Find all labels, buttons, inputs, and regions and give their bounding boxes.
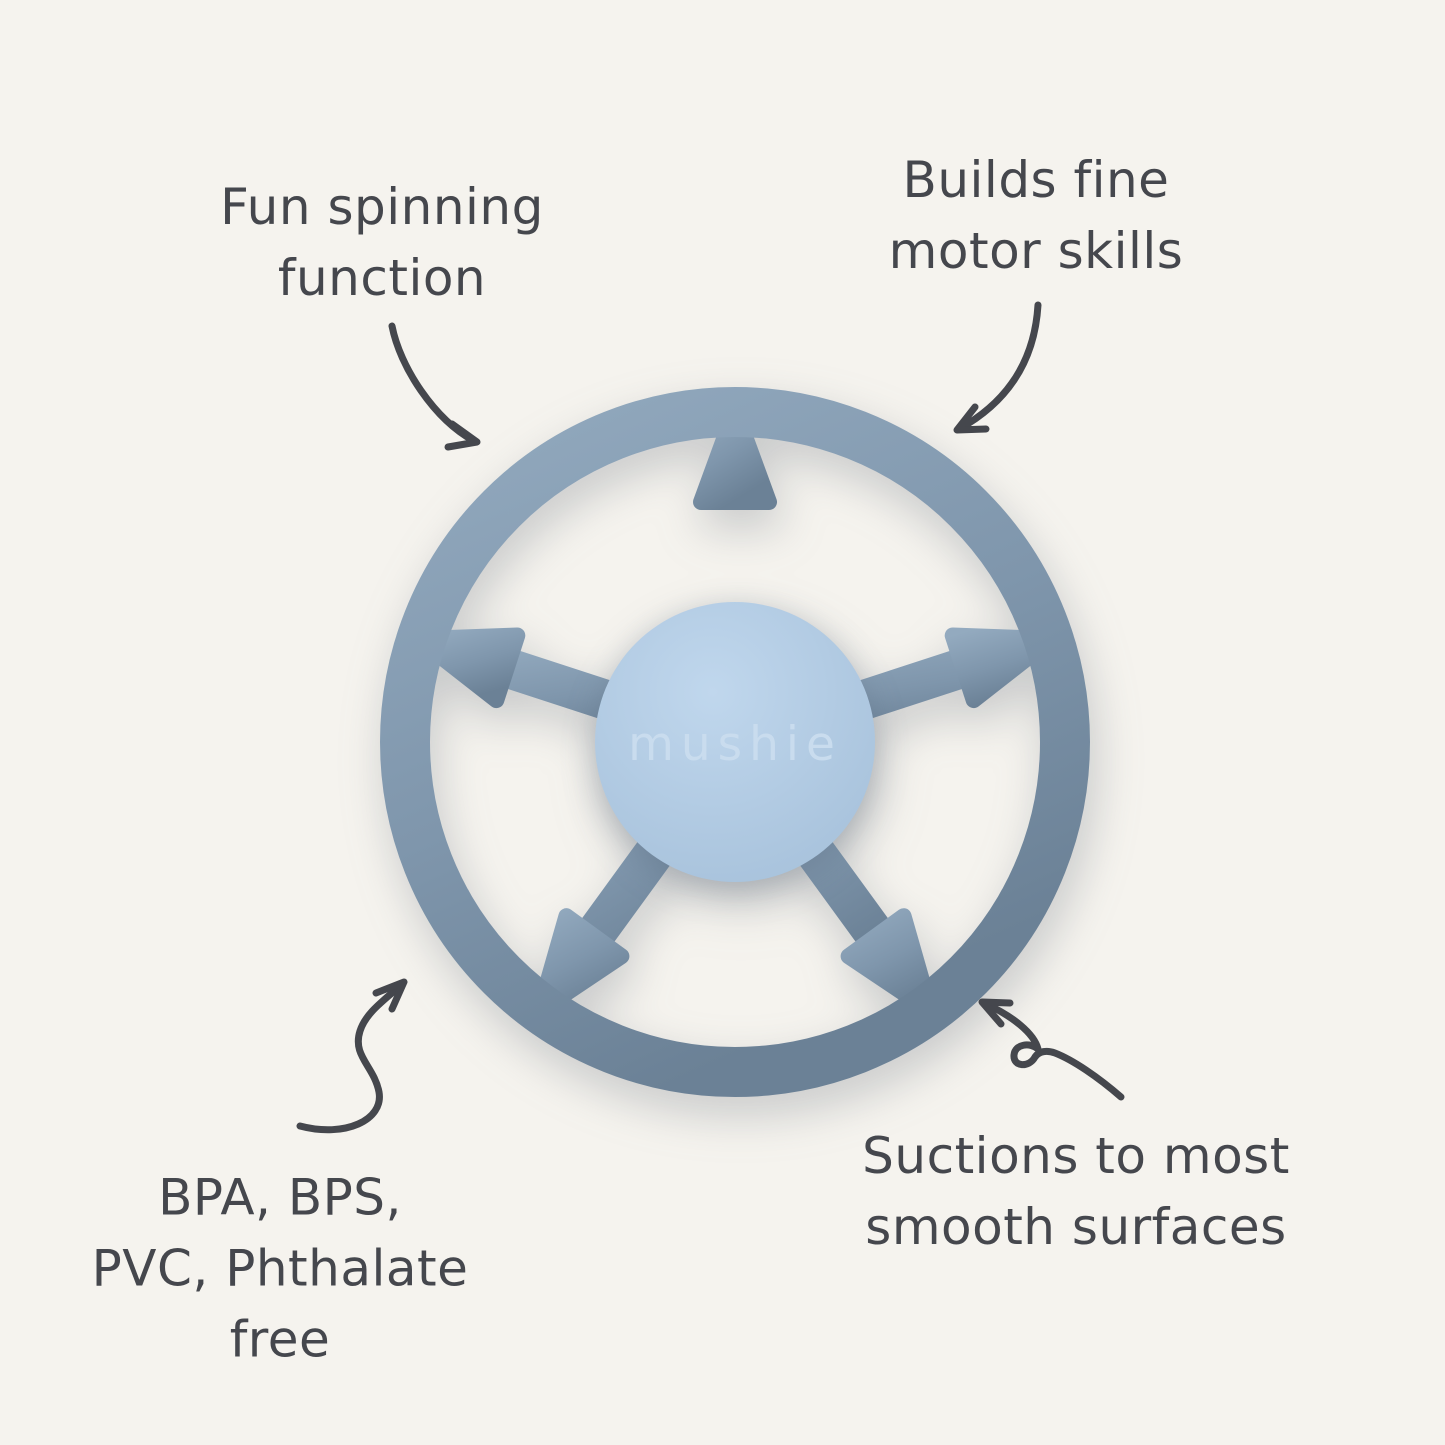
label-line: motor skills	[888, 222, 1184, 280]
wheel-ring	[380, 387, 1090, 1097]
mushie-wordmark: mushie	[628, 717, 842, 772]
wheel-toy: mushie	[380, 387, 1090, 1097]
spoke-cone-lower-left	[531, 908, 630, 1020]
label-line: PVC, Phthalate	[91, 1239, 469, 1298]
spoke-cone-lower-right	[840, 908, 939, 1020]
label-line: Builds fine	[902, 151, 1170, 209]
label-suctions: Suctions to most smooth surfaces	[862, 1121, 1290, 1263]
label-line: smooth surfaces	[865, 1198, 1287, 1256]
arrow-bottom-left	[296, 978, 408, 1134]
label-fun-spinning: Fun spinning function	[220, 172, 544, 314]
label-line: Fun spinning	[220, 178, 544, 236]
arrow-bottom-right	[978, 998, 1125, 1101]
label-line: Suctions to most	[862, 1127, 1290, 1185]
callout-arrows	[296, 301, 1125, 1134]
label-line: free	[229, 1310, 331, 1369]
arrow-top-right	[953, 301, 1042, 434]
wheel-hub: mushie	[595, 602, 875, 882]
arrow-top-left	[388, 322, 481, 451]
spoke-cone-top	[693, 401, 777, 510]
label-line: function	[277, 249, 487, 307]
hub-disc	[595, 602, 875, 882]
label-line: BPA, BPS,	[158, 1168, 402, 1227]
label-motor-skills: Builds fine motor skills	[889, 145, 1184, 287]
label-bpa-free: BPA, BPS, PVC, Phthalate free	[92, 1163, 469, 1376]
